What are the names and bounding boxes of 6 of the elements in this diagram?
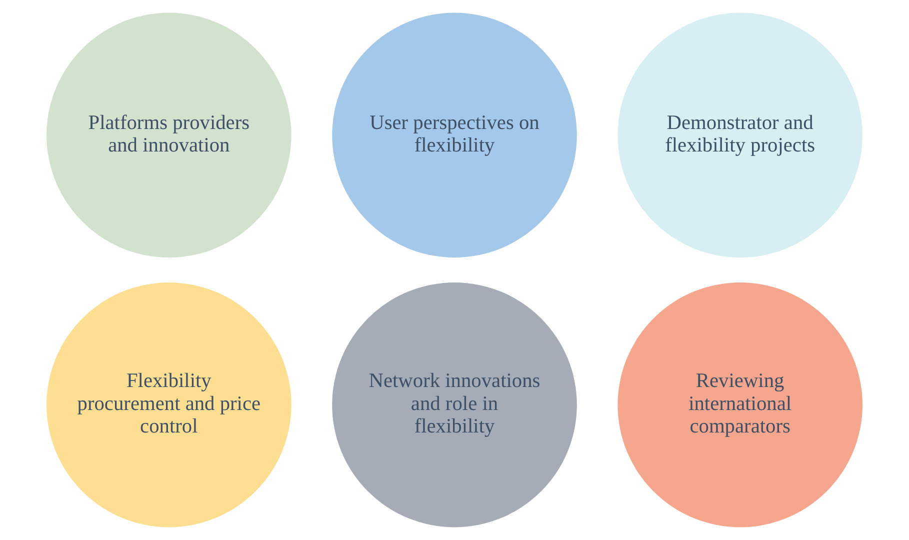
node-circle: User perspectives on flexibility — [332, 12, 577, 258]
node-circle: Network innovations and role in flexibility — [332, 282, 577, 528]
node-circle: Demonstrator and flexibility projects — [618, 12, 862, 258]
node-circle: Platforms providers and innovation — [46, 12, 292, 258]
node-circle: Flexibility procurement and price control — [46, 282, 292, 528]
node-circle: Reviewing international comparators — [618, 282, 862, 528]
